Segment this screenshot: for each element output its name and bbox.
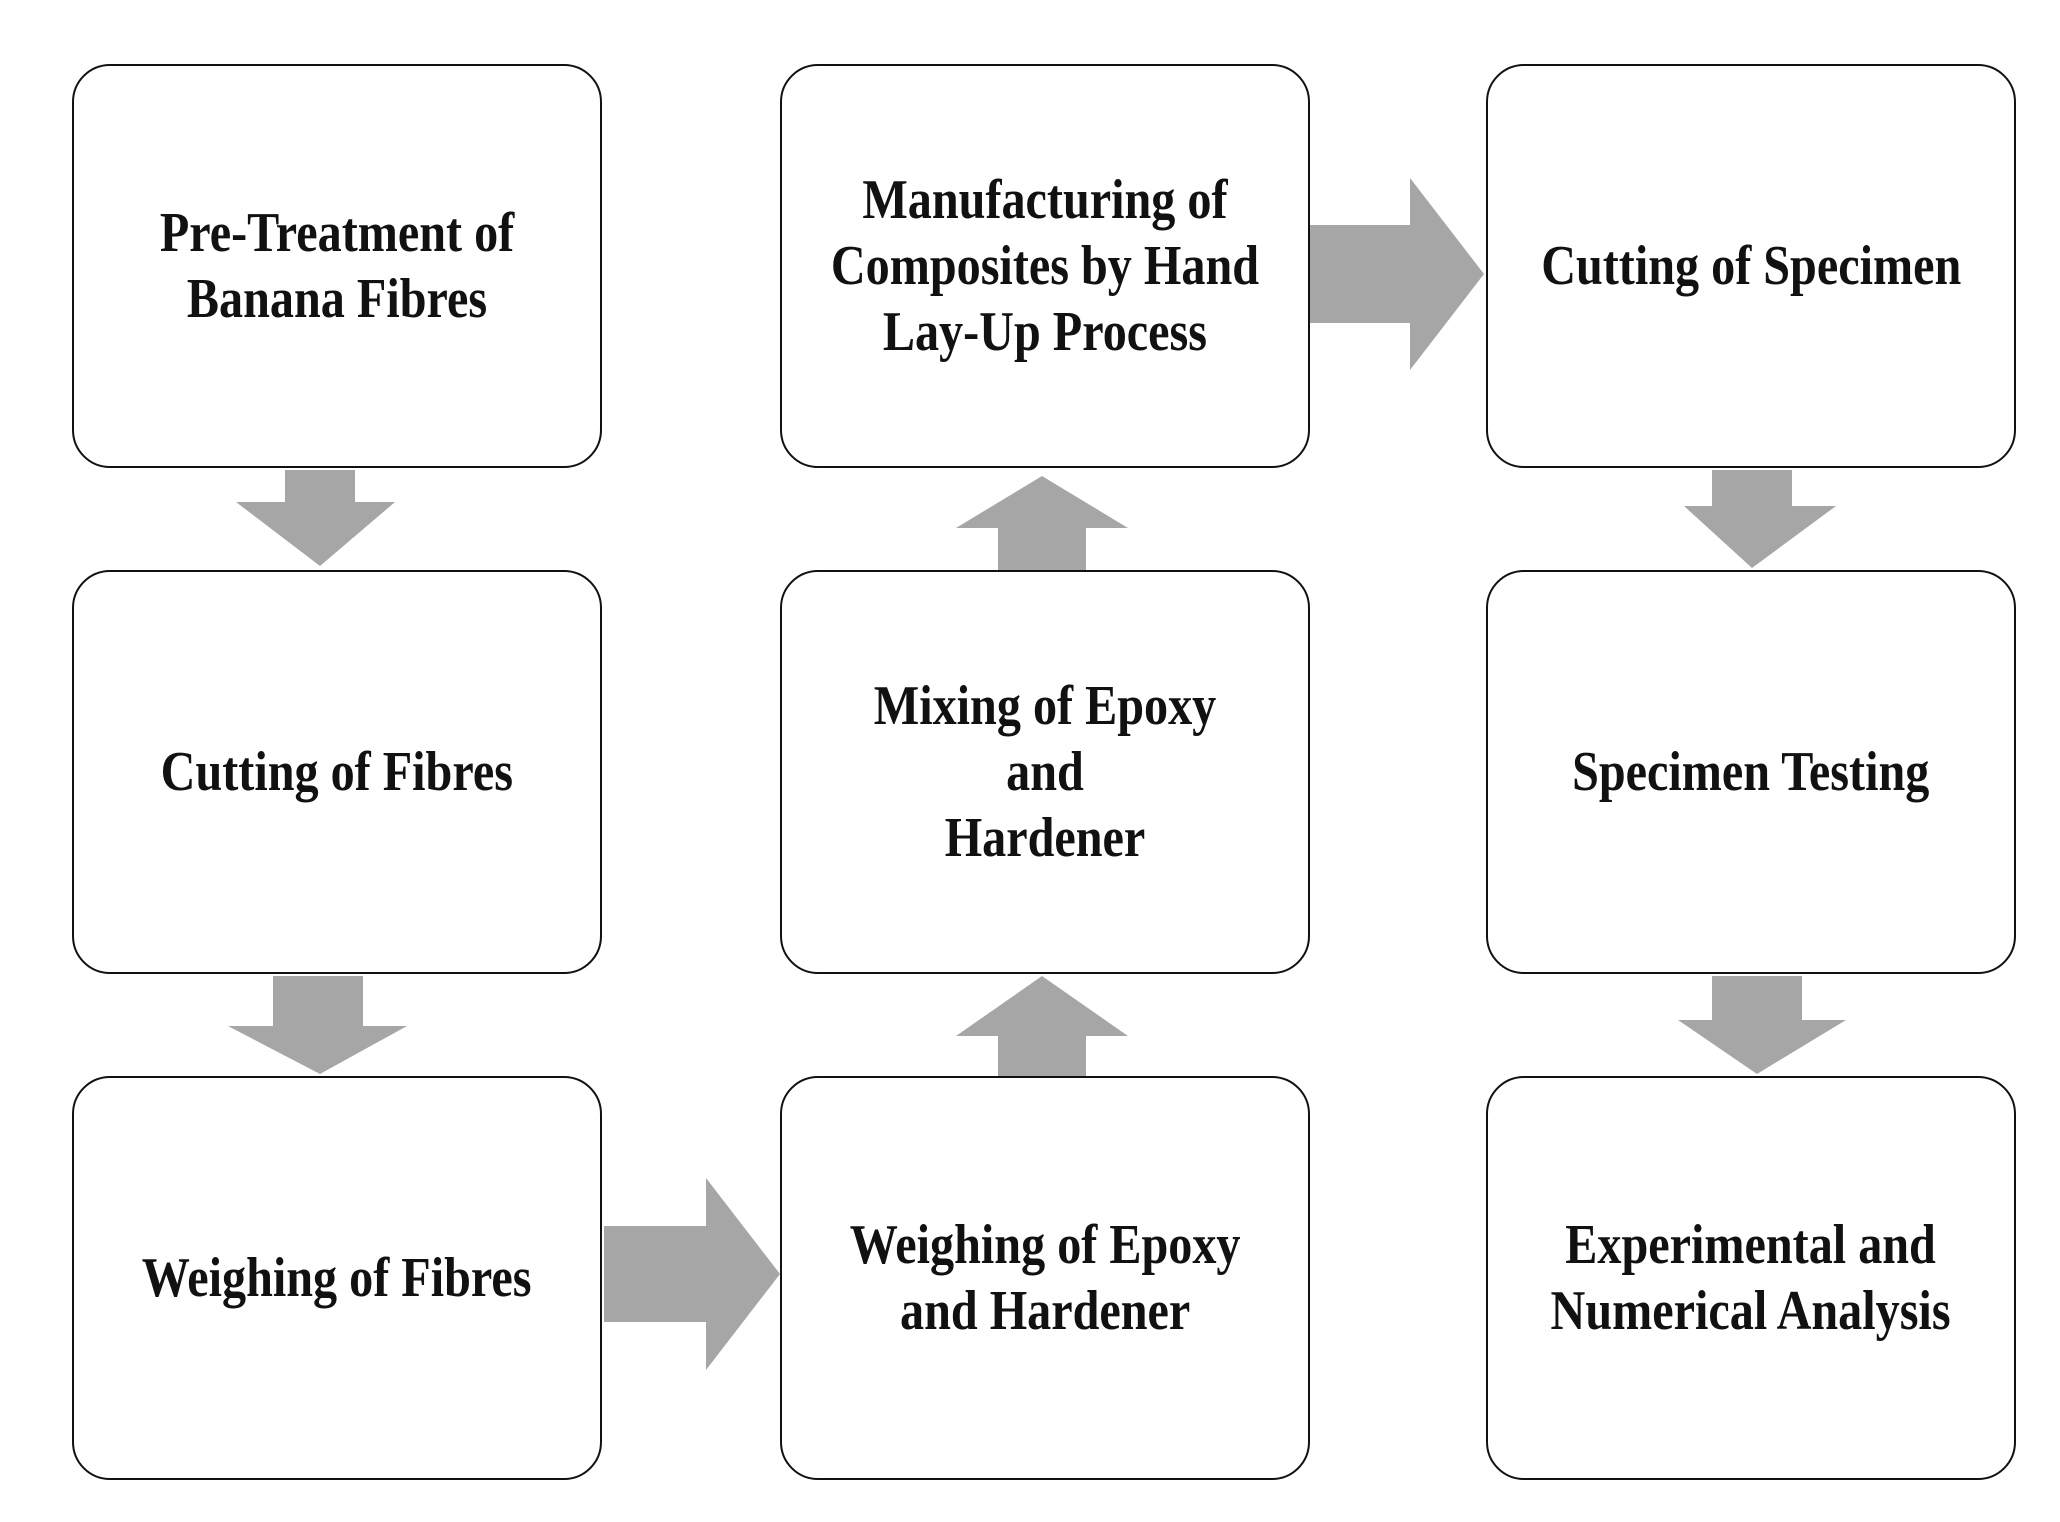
step-pre-treatment-label: Pre-Treatment of Banana Fibres [159, 202, 515, 330]
step-analysis-box: Experimental and Numerical Analysis [1486, 1076, 2016, 1480]
arrow-step7-to-step8 [1684, 470, 1836, 568]
step-weighing-epoxy-box: Weighing of Epoxy and Hardener [780, 1076, 1310, 1480]
arrow-step2-to-step3 [228, 976, 407, 1074]
step-cutting-specimen-box: Cutting of Specimen [1486, 64, 2016, 468]
step-weighing-fibres-label: Weighing of Fibres [142, 1247, 532, 1309]
arrow-step8-to-step9 [1678, 976, 1846, 1074]
arrow-step3-to-step4 [604, 1178, 780, 1370]
step-analysis-label: Experimental and Numerical Analysis [1550, 1214, 1952, 1342]
step-pre-treatment-box: Pre-Treatment of Banana Fibres [72, 64, 602, 468]
step-weighing-fibres-box: Weighing of Fibres [72, 1076, 602, 1480]
step-weighing-epoxy-label: Weighing of Epoxy and Hardener [849, 1214, 1241, 1342]
step-cutting-fibres-label: Cutting of Fibres [160, 741, 514, 803]
step-specimen-testing-label: Specimen Testing [1572, 741, 1930, 803]
step-mixing-epoxy-box: Mixing of Epoxy and Hardener [780, 570, 1310, 974]
arrow-step4-to-step5 [956, 976, 1128, 1076]
arrow-step1-to-step2 [236, 470, 395, 566]
step-cutting-specimen-label: Cutting of Specimen [1540, 235, 1962, 297]
step-manufacturing-label: Manufacturing of Composites by Hand Lay-… [830, 169, 1260, 363]
step-cutting-fibres-box: Cutting of Fibres [72, 570, 602, 974]
arrow-step5-to-step6 [956, 476, 1128, 570]
step-mixing-epoxy-label: Mixing of Epoxy and Hardener [873, 675, 1217, 869]
step-specimen-testing-box: Specimen Testing [1486, 570, 2016, 974]
step-manufacturing-box: Manufacturing of Composites by Hand Lay-… [780, 64, 1310, 468]
arrow-step6-to-step7 [1310, 178, 1484, 370]
